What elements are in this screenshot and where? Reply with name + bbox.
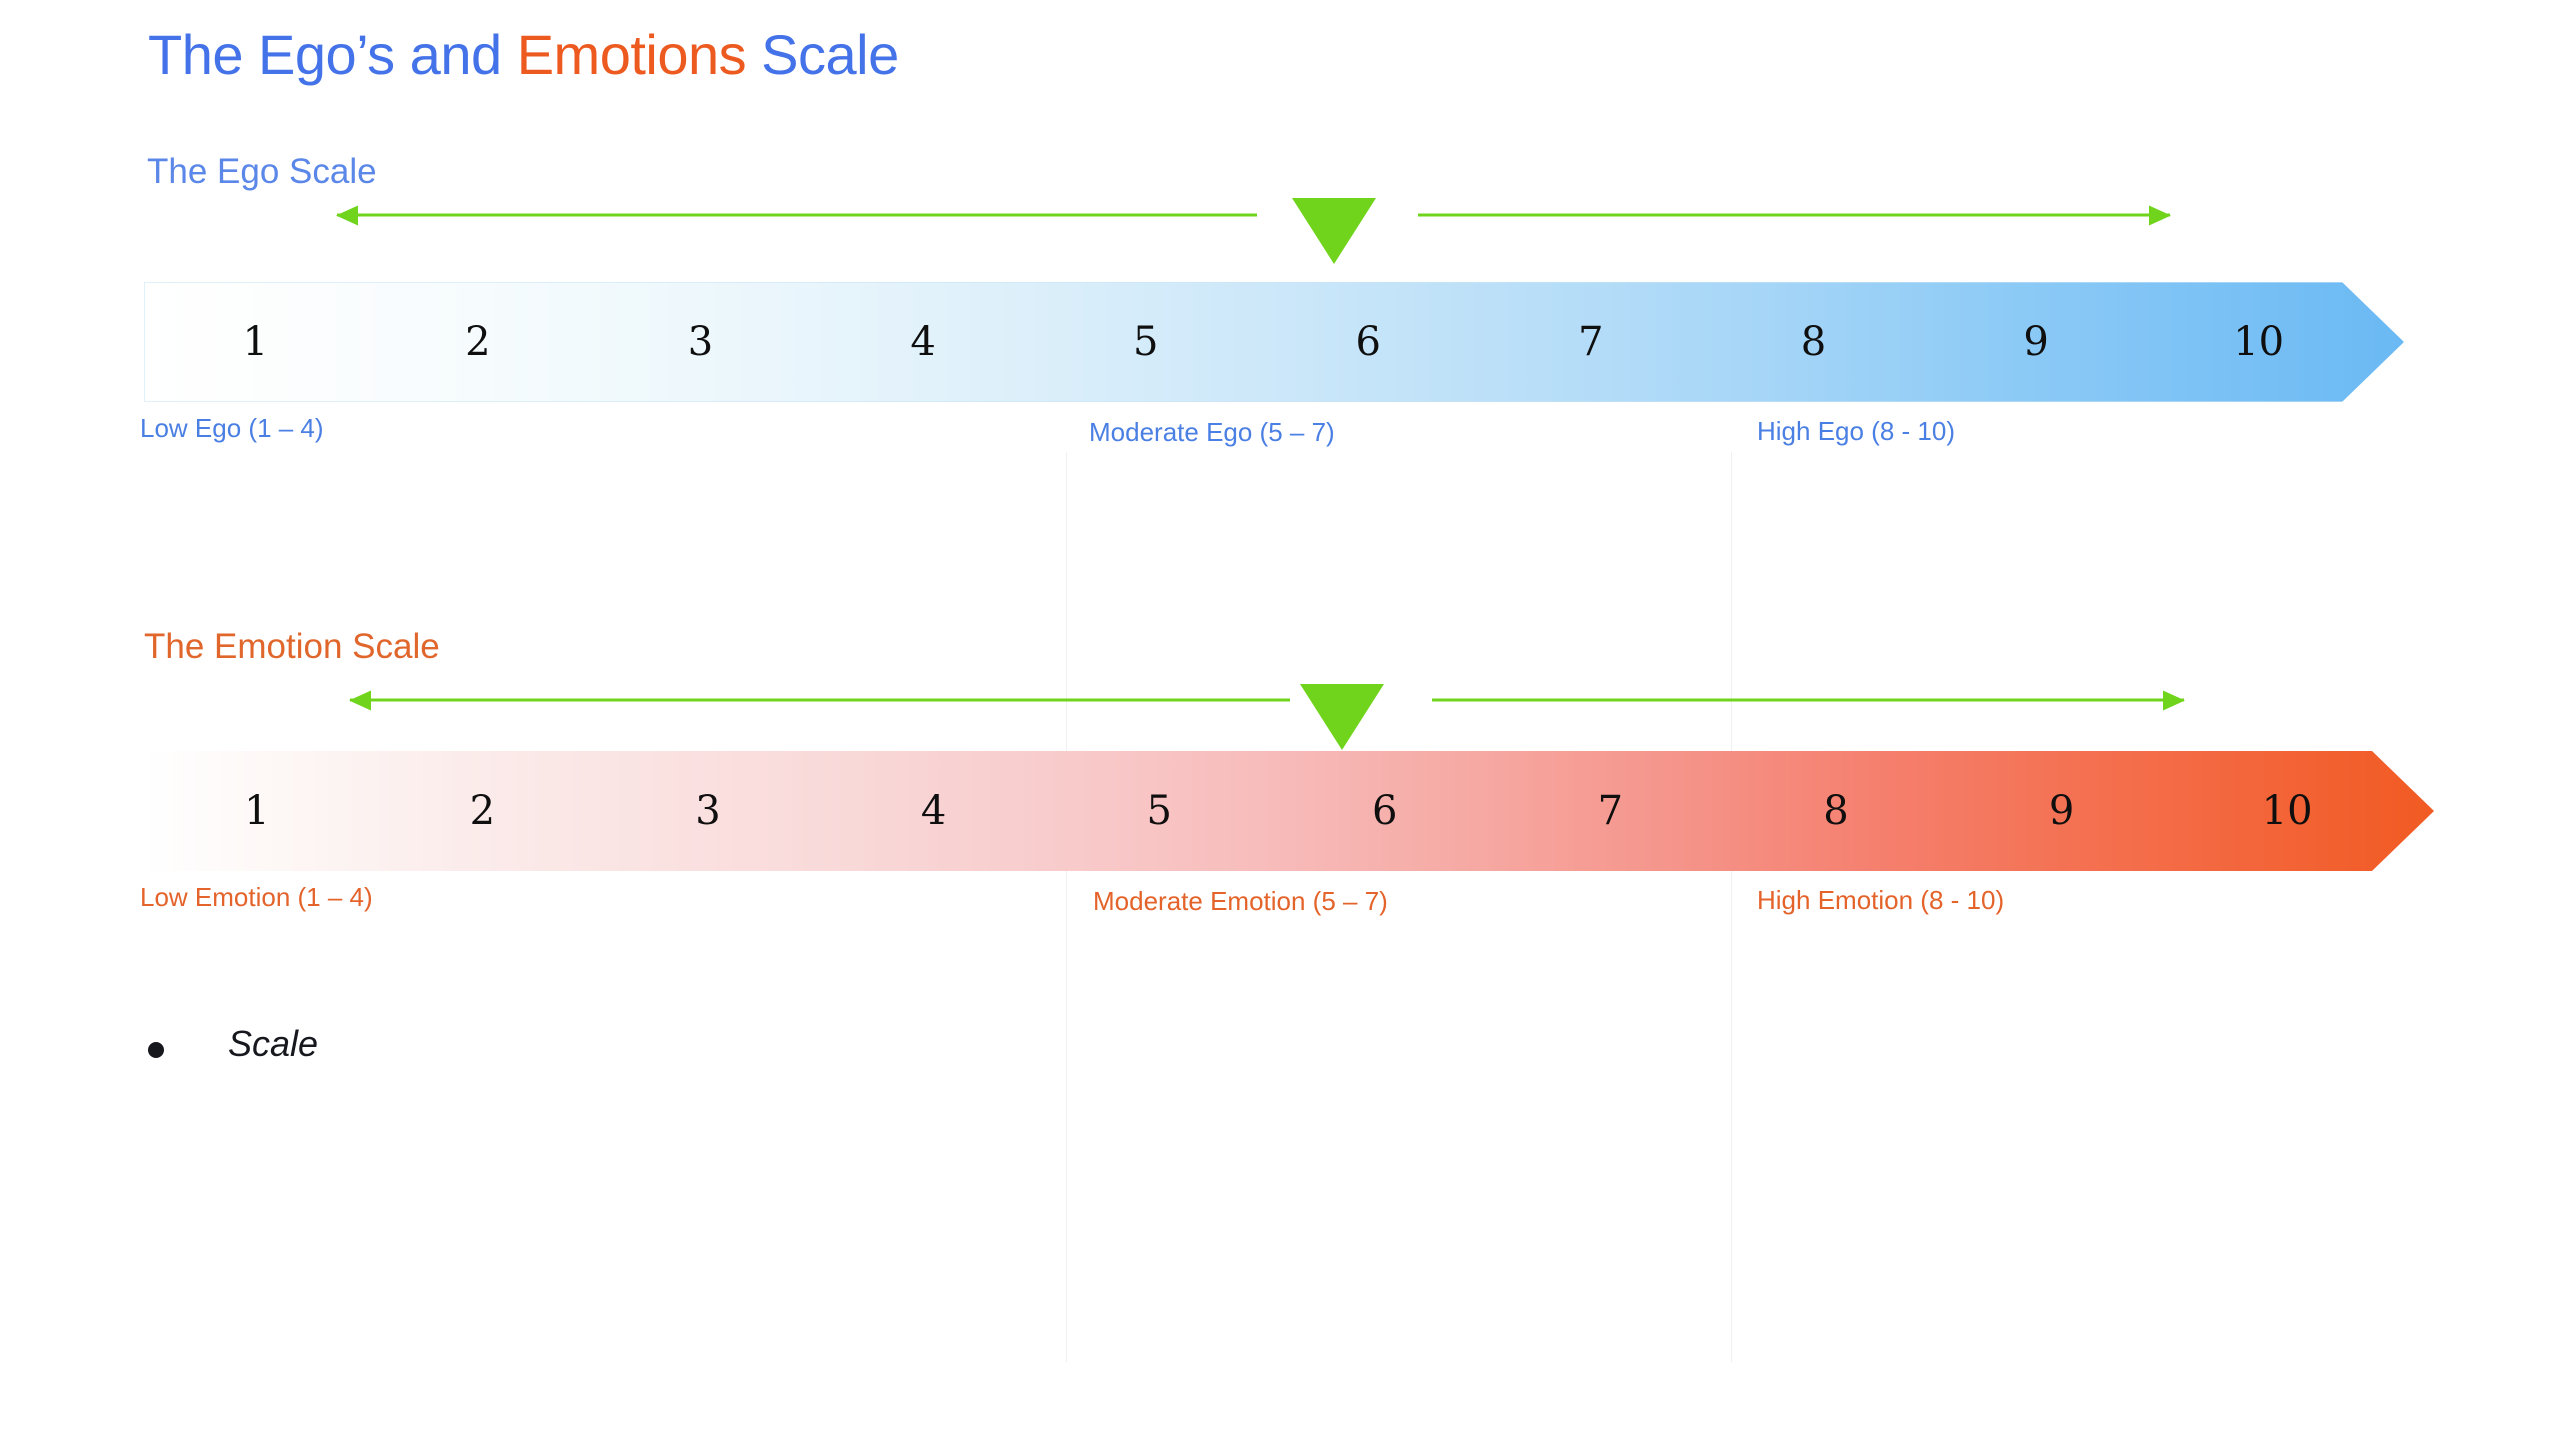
ego-scale-number: 6 bbox=[1355, 319, 1381, 365]
page-title-part-2: Scale bbox=[746, 23, 899, 86]
page-title-part-1: The Ego’s and bbox=[148, 23, 517, 86]
ego-arrow-left-icon bbox=[337, 213, 1257, 217]
emotion-band-label-low: Low Emotion (1 – 4) bbox=[140, 882, 373, 912]
ego-arrow-right-icon bbox=[1418, 213, 2170, 217]
emotion-scale-number: 4 bbox=[920, 788, 947, 834]
emotion-scale-marker-triangle-icon bbox=[1300, 684, 1384, 750]
ego-scale-heading: The Ego Scale bbox=[147, 152, 377, 191]
page-title-accent: Emotions bbox=[516, 23, 747, 86]
ego-scale-number: 4 bbox=[910, 319, 936, 365]
emotion-scale-bar-gradient bbox=[144, 751, 2434, 871]
ego-scale-bar-gradient bbox=[144, 282, 2404, 402]
emotion-scale-heading: The Emotion Scale bbox=[144, 627, 440, 666]
emotion-scale-number: 2 bbox=[469, 788, 496, 834]
ego-scale-number: 5 bbox=[1132, 319, 1159, 365]
emotion-scale-number: 8 bbox=[1823, 788, 1849, 834]
emotion-scale-arrow-row bbox=[0, 670, 2560, 730]
ego-scale-number: 2 bbox=[465, 319, 491, 365]
ego-band-label-moderate: Moderate Ego (5 – 7) bbox=[1089, 417, 1335, 447]
ego-scale-number: 7 bbox=[1578, 319, 1604, 365]
vertical-guide-line-left bbox=[1066, 452, 1067, 1362]
ego-scale-number: 9 bbox=[2023, 319, 2049, 365]
emotion-scale-number: 6 bbox=[1372, 788, 1398, 834]
ego-scale-number: 3 bbox=[687, 319, 714, 365]
ego-band-label-low: Low Ego (1 – 4) bbox=[140, 413, 324, 443]
emotion-arrow-right-icon bbox=[1432, 698, 2184, 702]
page-title: The Ego’s and Emotions Scale bbox=[148, 22, 899, 87]
list-item: Scale bbox=[148, 1021, 318, 1068]
emotion-band-label-moderate: Moderate Emotion (5 – 7) bbox=[1093, 886, 1388, 916]
notes-bullet-list: Scale bbox=[148, 1021, 318, 1068]
ego-scale-number: 1 bbox=[242, 319, 269, 365]
emotion-band-label-high: High Emotion (8 - 10) bbox=[1757, 885, 2005, 915]
ego-scale-numbers: 1 2 3 4 5 6 7 8 9 10 bbox=[144, 282, 2404, 402]
ego-scale-bar: 1 2 3 4 5 6 7 8 9 10 bbox=[144, 282, 2404, 402]
emotion-scale-number: 1 bbox=[244, 788, 270, 834]
ego-scale-number: 10 bbox=[2233, 319, 2285, 365]
emotion-scale-number: 3 bbox=[695, 788, 721, 834]
ego-scale-marker-triangle-icon bbox=[1292, 198, 1376, 264]
ego-band-label-high: High Ego (8 - 10) bbox=[1757, 416, 1955, 446]
emotion-scale-numbers: 1 2 3 4 5 6 7 8 9 10 bbox=[144, 751, 2434, 871]
emotion-scale-number: 7 bbox=[1597, 788, 1624, 834]
emotion-arrow-left-icon bbox=[350, 698, 1290, 702]
emotion-scale-number: 9 bbox=[2048, 788, 2075, 834]
vertical-guide-line-right bbox=[1731, 452, 1732, 1362]
emotion-scale-bar: 1 2 3 4 5 6 7 8 9 10 bbox=[144, 751, 2434, 871]
emotion-scale-number: 5 bbox=[1146, 788, 1172, 834]
emotion-scale-number: 10 bbox=[2261, 788, 2313, 834]
ego-scale-arrow-row bbox=[0, 185, 2560, 245]
ego-scale-number: 8 bbox=[1800, 319, 1827, 365]
